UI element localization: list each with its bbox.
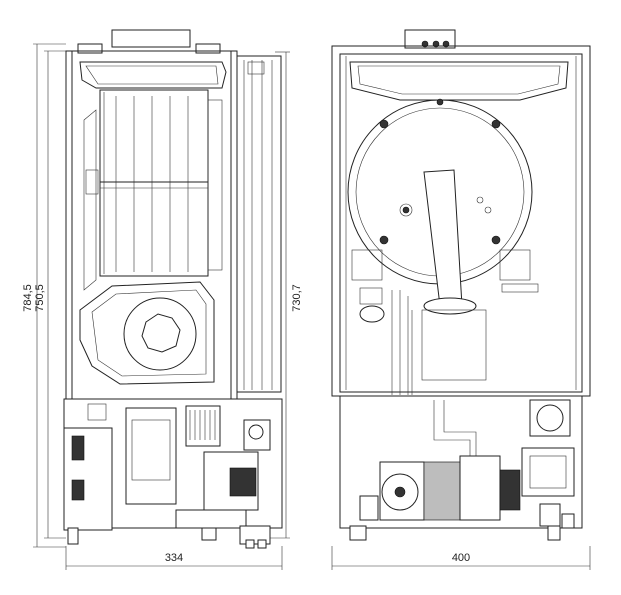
dim-width: 400 (452, 552, 470, 564)
dim-inner-height: 730,7 (291, 284, 303, 312)
dim-total-height: 784,5 (22, 284, 34, 312)
side-view (63, 29, 283, 549)
dim-depth: 334 (165, 552, 183, 564)
dimension-lines (33, 43, 591, 570)
dim-case-height: 750,5 (34, 284, 46, 312)
front-view (331, 29, 591, 541)
